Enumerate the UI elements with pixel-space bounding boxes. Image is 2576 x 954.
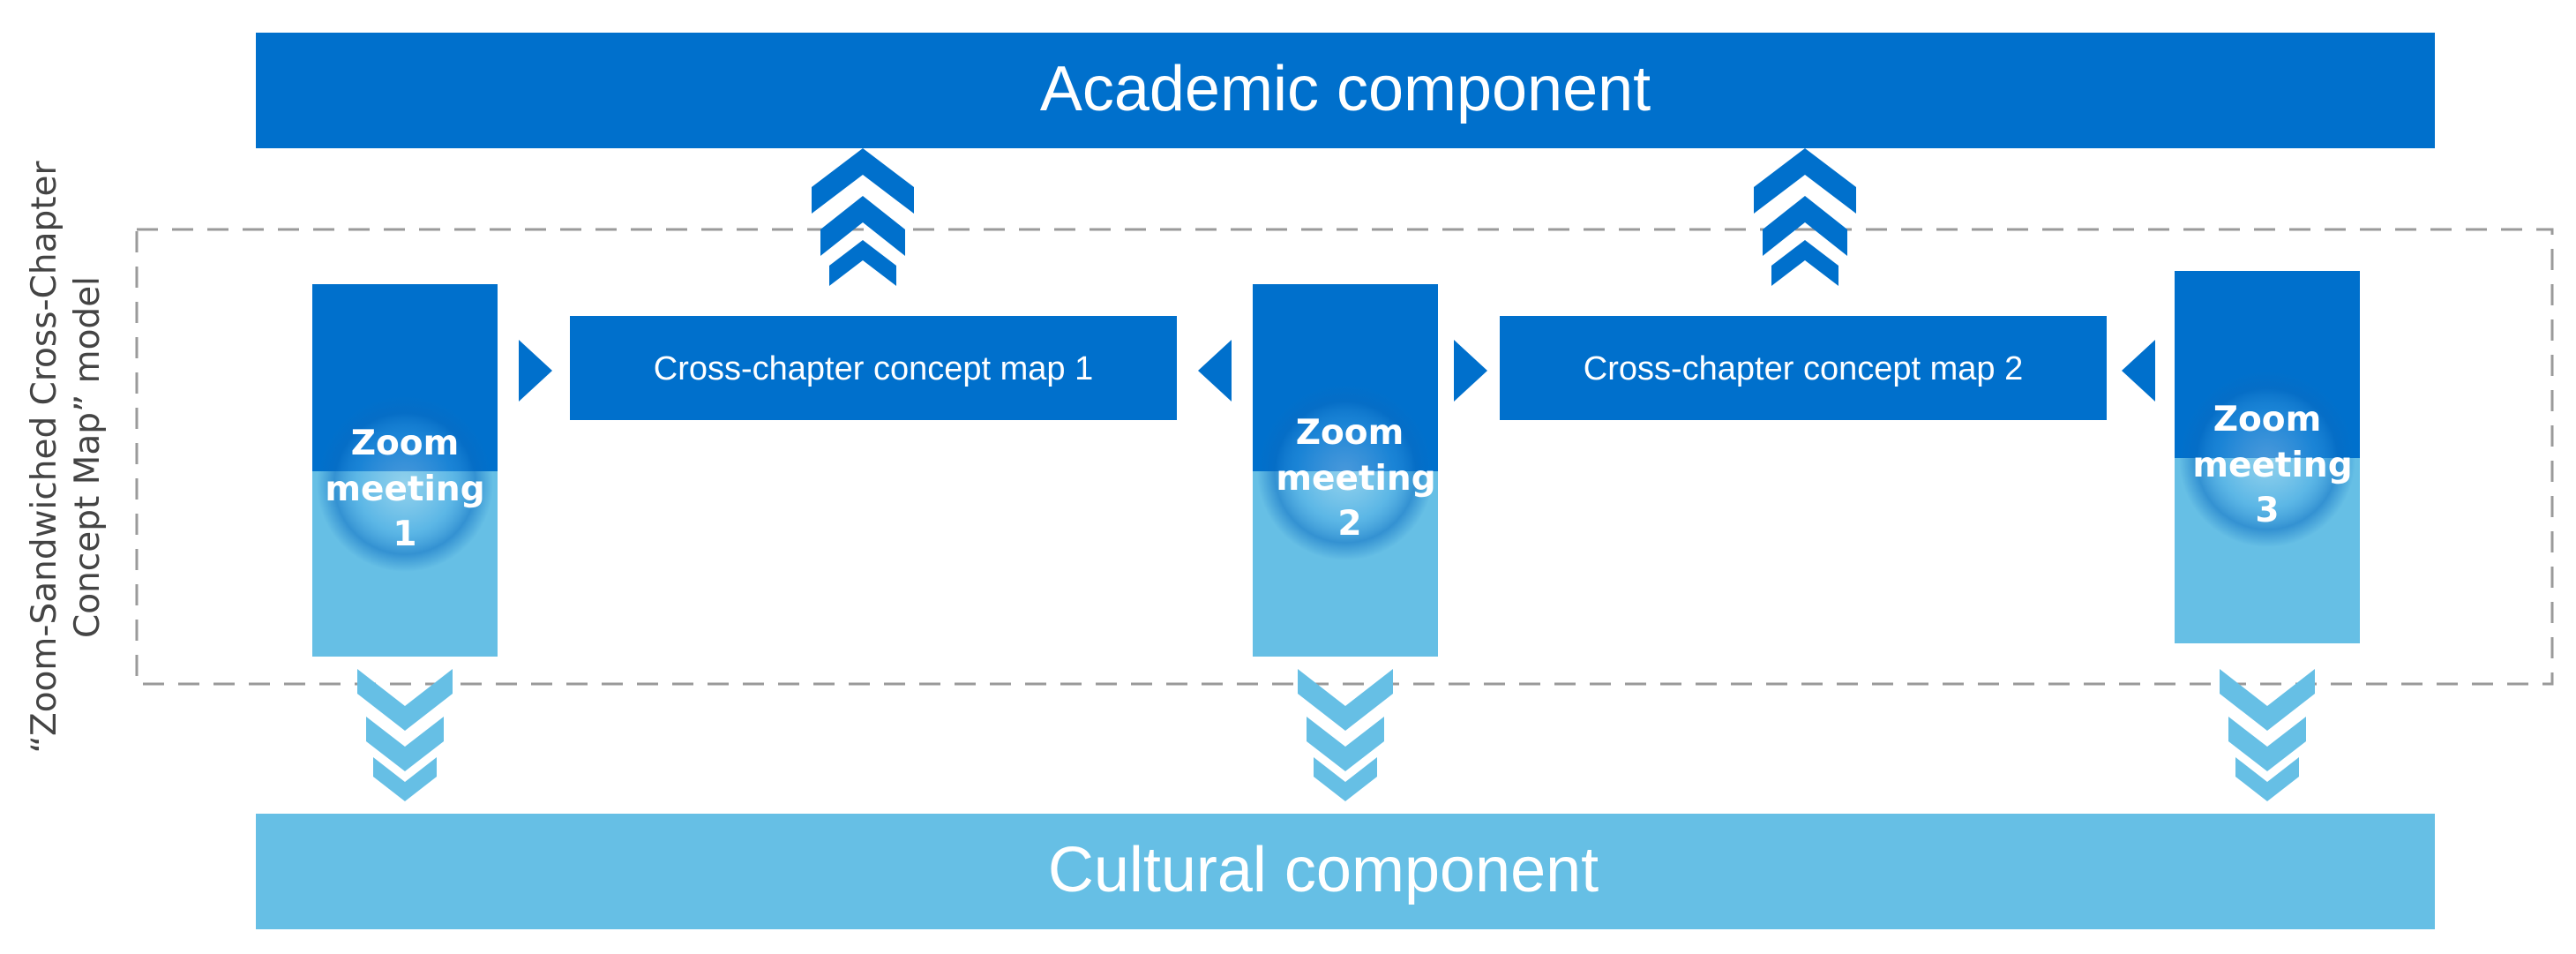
pointer-left-icon <box>2122 340 2155 402</box>
zoom-meeting-3: Zoom meeting 3 <box>2175 271 2360 643</box>
side-label-line1: “Zoom-Sandwiched Cross-Chapter <box>25 160 64 753</box>
zoom-meeting-2: Zoom meeting 2 <box>1253 284 1438 657</box>
pointer-right-icon <box>519 340 552 402</box>
pointer-right-icon <box>1454 340 1487 402</box>
chevrons-up-icon <box>812 148 914 286</box>
model-side-label: “Zoom-Sandwiched Cross-Chapter Concept M… <box>25 160 108 753</box>
zoom-meeting-2-line3: 2 <box>1337 504 1361 544</box>
cultural-banner <box>256 814 2435 929</box>
cultural-label: Cultural component <box>1048 835 1599 905</box>
chevrons-up-icon <box>1754 148 1856 286</box>
zoom-meeting-1-line1: Zoom <box>351 424 460 463</box>
academic-banner <box>256 33 2435 148</box>
chevrons-down-icon <box>2220 669 2315 801</box>
academic-label: Academic component <box>1040 54 1651 124</box>
side-label-line2: Concept Map” model <box>68 276 108 638</box>
model-frame <box>135 228 2554 686</box>
concept-map-2-box <box>1500 316 2107 420</box>
zoom-meeting-2-line2: meeting <box>1276 459 1435 499</box>
chevrons-down-icon <box>1298 669 1393 801</box>
zoom-meeting-3-line2: meeting <box>2192 446 2352 485</box>
zoom-meeting-1: Zoom meeting 1 <box>312 284 498 657</box>
concept-map-1-label: Cross-chapter concept map 1 <box>654 350 1093 387</box>
zoom-meeting-3-line1: Zoom <box>2213 400 2322 439</box>
concept-map-1-box <box>570 316 1177 420</box>
zoom-meeting-2-line1: Zoom <box>1296 413 1404 453</box>
zoom-meeting-1-line3: 1 <box>393 515 416 554</box>
pointer-left-icon <box>1198 340 1232 402</box>
zoom-meeting-3-line3: 3 <box>2255 491 2279 530</box>
concept-map-2-label: Cross-chapter concept map 2 <box>1584 350 2023 387</box>
chevrons-down-icon <box>357 669 453 801</box>
zoom-meeting-1-line2: meeting <box>325 469 484 509</box>
